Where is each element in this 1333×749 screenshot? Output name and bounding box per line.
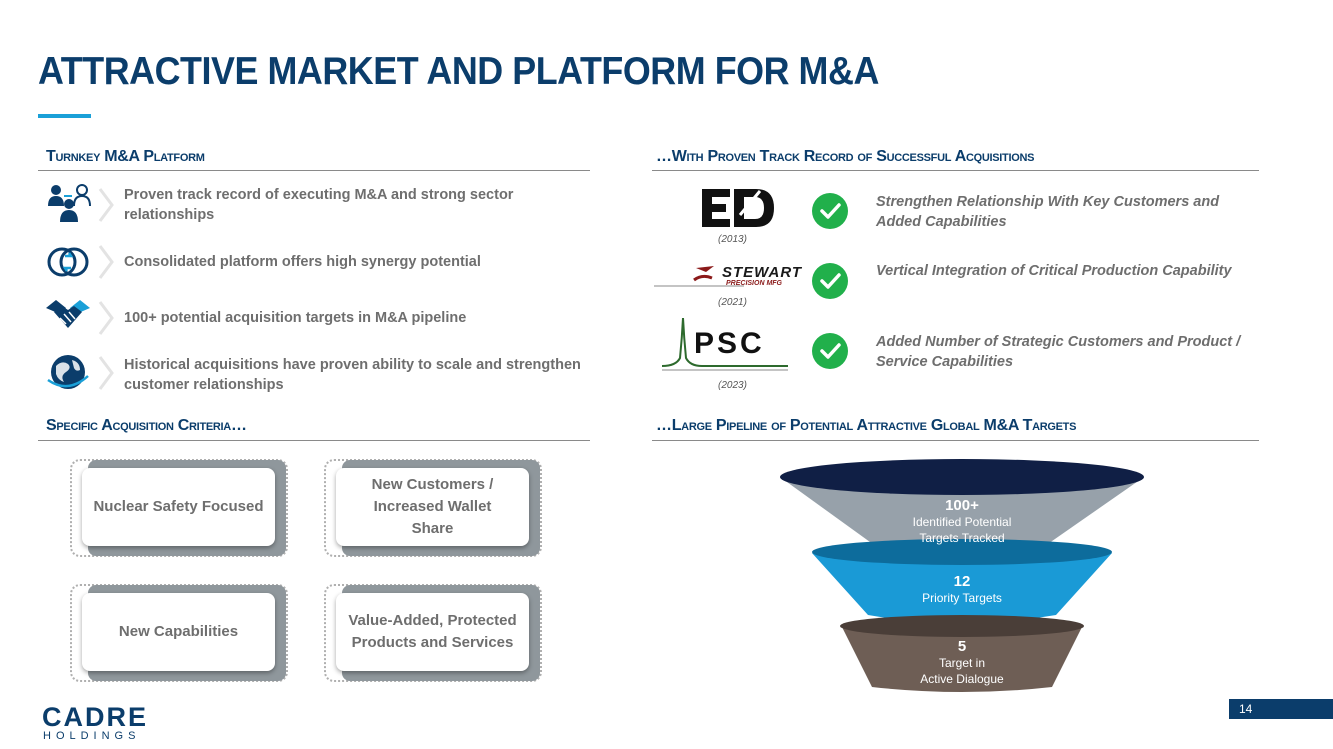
stewart-logo-text: STEWART bbox=[722, 264, 803, 281]
funnel-top bbox=[780, 459, 1144, 495]
pipeline-funnel: 100+ Identified Potential Targets Tracke… bbox=[776, 455, 1148, 695]
chevron-right-icon bbox=[98, 356, 114, 390]
funnel-label-3: 5 Target in Active Dialogue bbox=[920, 638, 1004, 687]
chevron-right-icon bbox=[98, 245, 114, 279]
globe-icon bbox=[44, 350, 92, 394]
track-record-item-2: Vertical Integration of Critical Product… bbox=[876, 263, 1232, 279]
platform-item-1: Proven track record of executing M&A and… bbox=[124, 187, 514, 223]
chevron-right-icon bbox=[98, 188, 114, 222]
platform-item-3: 100+ potential acquisition targets in M&… bbox=[124, 310, 467, 326]
funnel-label-2: 12 Priority Targets bbox=[922, 573, 1002, 606]
handshake-icon bbox=[44, 294, 92, 338]
section-rule bbox=[38, 170, 590, 171]
check-icon bbox=[812, 333, 848, 369]
criteria-card-3: New Capabilities bbox=[82, 593, 275, 671]
section-heading-platform: Turnkey M&A Platform bbox=[46, 148, 205, 165]
section-heading-pipeline: …Large Pipeline of Potential Attractive … bbox=[656, 417, 1077, 434]
cadre-logo-subtitle: HOLDINGS bbox=[43, 730, 141, 742]
epd-logo bbox=[700, 185, 778, 231]
funnel-level-3-top bbox=[840, 615, 1084, 637]
track-record-item-1: Strengthen Relationship With Key Custome… bbox=[876, 194, 1220, 230]
check-icon bbox=[812, 263, 848, 299]
section-rule bbox=[652, 440, 1259, 441]
funnel-level-2 bbox=[812, 553, 1112, 623]
page-number: 14 bbox=[1229, 699, 1333, 719]
section-heading-track-record: …With Proven Track Record of Successful … bbox=[656, 148, 1035, 165]
psc-logo: PSC bbox=[662, 318, 790, 374]
stewart-year: (2021) bbox=[718, 297, 747, 308]
people-icon bbox=[44, 182, 92, 226]
chevron-right-icon bbox=[98, 301, 114, 335]
page-title: ATTRACTIVE MARKET AND PLATFORM FOR M&A bbox=[38, 50, 879, 93]
platform-item-4: Historical acquisitions have proven abil… bbox=[124, 357, 581, 393]
criteria-card-4: Value-Added, Protected Products and Serv… bbox=[336, 593, 529, 671]
psc-logo-text: PSC bbox=[694, 327, 765, 360]
cadre-logo: CADRE bbox=[42, 702, 149, 732]
criteria-card-1: Nuclear Safety Focused bbox=[82, 468, 275, 546]
criteria-card-2: New Customers / Increased Wallet Share bbox=[336, 468, 529, 546]
psc-year: (2023) bbox=[718, 380, 747, 391]
funnel-level-1 bbox=[780, 477, 1144, 563]
stewart-logo-subtext: PRECISION MFG bbox=[726, 280, 783, 287]
epd-year: (2013) bbox=[718, 234, 747, 245]
check-icon bbox=[812, 193, 848, 229]
stewart-logo: STEWART PRECISION MFG bbox=[654, 262, 804, 294]
platform-item-2: Consolidated platform offers high synerg… bbox=[124, 254, 481, 270]
section-rule bbox=[38, 440, 590, 441]
title-accent-bar bbox=[38, 114, 91, 118]
funnel-label-1: 100+ Identified Potential Targets Tracke… bbox=[912, 497, 1012, 546]
funnel-level-2-top bbox=[812, 539, 1112, 565]
synergy-cycle-icon bbox=[44, 240, 92, 284]
section-heading-criteria: Specific Acquisition Criteria… bbox=[46, 417, 247, 434]
track-record-item-3: Added Number of Strategic Customers and … bbox=[876, 334, 1241, 370]
section-rule bbox=[652, 170, 1259, 171]
funnel-level-3 bbox=[842, 627, 1082, 692]
